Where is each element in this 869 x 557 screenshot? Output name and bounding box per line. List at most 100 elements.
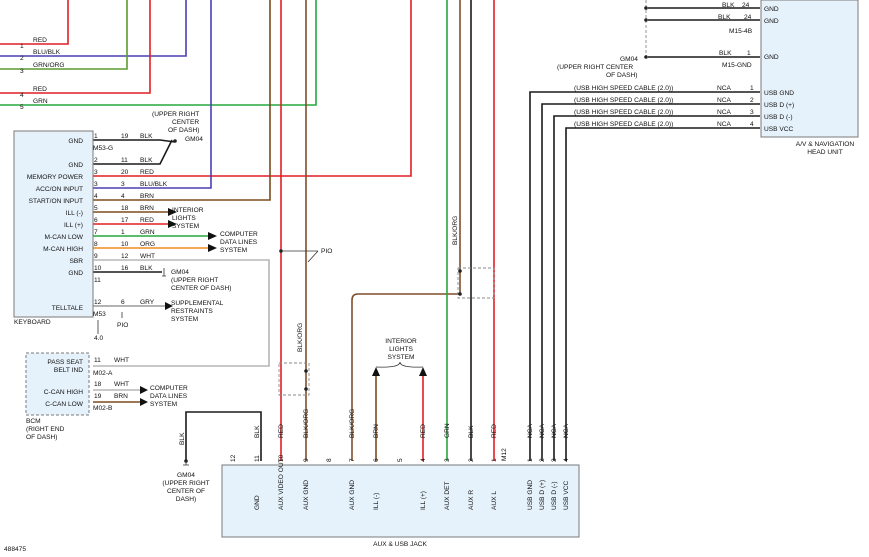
jack-pin-label: AUX GND: [303, 480, 310, 510]
svg-text:BLK: BLK: [140, 157, 153, 164]
gm04-mid-l1: GM04: [171, 269, 189, 276]
svg-text:19: 19: [94, 393, 102, 400]
jack-wire-color: RED: [420, 424, 427, 438]
svg-text:4: 4: [94, 193, 98, 200]
wire-usb-dminus: [553, 115, 760, 461]
jack-title: AUX & USB JACK: [373, 541, 427, 548]
svg-text:A/V & NAVIGATION: A/V & NAVIGATION: [796, 141, 855, 148]
pio-mid: PIO: [321, 248, 332, 255]
bcm-computer-data-l1: COMPUTER: [150, 385, 188, 392]
jack-pin-number: 10: [278, 454, 285, 462]
wire-usb-vcc: [565, 127, 760, 461]
svg-text:20: 20: [121, 169, 129, 176]
svg-text:2: 2: [94, 157, 98, 164]
jack-pin-label: AUX GND: [349, 480, 356, 510]
computer-data-l1: COMPUTER: [220, 231, 258, 238]
splice-dots: [173, 6, 648, 463]
kb-connector-ref: 4.0: [94, 335, 103, 342]
svg-text:BRN: BRN: [140, 205, 154, 212]
arrow-bcm-computer-data-2: [140, 398, 148, 406]
svg-text:USB VCC: USB VCC: [764, 126, 794, 133]
jack-pin-label: ILL (+): [420, 491, 427, 510]
svg-text:USB D (-): USB D (-): [764, 114, 793, 121]
jack-wire-color: RED: [491, 424, 498, 438]
kb-label-gnd2: GND: [68, 162, 83, 169]
wire-usb-dplus: [541, 103, 760, 461]
svg-text:BELT IND: BELT IND: [54, 367, 83, 374]
computer-data-l2: DATA LINES: [220, 239, 258, 246]
svg-text:11: 11: [94, 277, 101, 284]
jack-pin-number: 6: [373, 458, 380, 462]
svg-text:USB GND: USB GND: [764, 90, 794, 97]
svg-text:(RIGHT END: (RIGHT END: [26, 426, 65, 433]
arrow-computer-data-2: [208, 244, 217, 252]
svg-text:8: 8: [94, 241, 98, 248]
gm04-mid-l2: (UPPER RIGHT: [171, 277, 218, 284]
wire-kb-gnd2: [93, 139, 173, 165]
keyboard-pin-table: 1 19 BLK M53-G 2 11 BLK 3 20 RED 3 3 BLU…: [93, 133, 168, 306]
splice-box-right: [457, 267, 495, 299]
top-color-3: GRN/ORG: [33, 62, 65, 69]
svg-text:5: 5: [94, 205, 98, 212]
kb-pio: PIO: [117, 322, 128, 329]
svg-text:NCA: NCA: [717, 85, 732, 92]
ground-symbols: [162, 268, 189, 466]
blkorg-upper: BLK/ORG: [297, 323, 304, 352]
jack-wire-color: BLK: [468, 425, 475, 438]
svg-text:7: 7: [94, 229, 98, 236]
wire-kb-acc-on: [93, 0, 212, 189]
arrow-jack-ill-minus: [372, 367, 380, 376]
jack-wire-color: BRN: [373, 424, 380, 438]
jack-labels: AUX & USB JACK M12 BLK/ORG BLK/ORG BLK: [179, 216, 508, 548]
svg-text:BCM: BCM: [26, 418, 41, 425]
svg-text:RED: RED: [140, 169, 154, 176]
svg-text:10: 10: [94, 265, 102, 272]
gm04-bottom-l1: GM04: [177, 472, 195, 479]
svg-text:16: 16: [121, 265, 129, 272]
svg-text:18: 18: [121, 205, 129, 212]
jack-pin-number: 8: [326, 458, 333, 462]
srs-l3: SYSTEM: [171, 316, 198, 323]
svg-text:WHT: WHT: [140, 253, 155, 260]
interior-lights-mid-l3: SYSTEM: [387, 354, 414, 361]
jack-wire-color: GRN: [444, 423, 451, 438]
svg-text:NCA: NCA: [717, 97, 732, 104]
destination-labels: (UPPER RIGHT CENTER OF DASH) GM04 INTERI…: [150, 111, 417, 503]
jack-pin-number: 4: [563, 458, 570, 462]
svg-text:11: 11: [94, 357, 101, 364]
svg-text:C-CAN HIGH: C-CAN HIGH: [44, 389, 83, 396]
svg-text:M15-GND: M15-GND: [722, 62, 752, 69]
arrow-computer-data: [208, 232, 217, 240]
bcm-computer-data-l3: SYSTEM: [150, 401, 177, 408]
gm04-upper-label: GM04: [185, 136, 203, 143]
top-color-1: RED: [33, 37, 47, 44]
top-color-2: BLU/BLK: [33, 49, 61, 56]
gm04-wire-label: BLK: [179, 432, 186, 445]
arrow-interior-lights: [168, 208, 177, 216]
jack-pin-label: AUX L: [491, 491, 498, 510]
svg-text:24: 24: [744, 14, 752, 21]
svg-text:HEAD UNIT: HEAD UNIT: [807, 149, 843, 156]
svg-text:BLK: BLK: [140, 265, 153, 272]
jack-wire-color: NCA: [551, 423, 558, 438]
jack-pin-label: AUX DET: [444, 481, 451, 510]
jack-pin-label: AUX VIDEO OUT: [278, 458, 285, 510]
jack-pin-number: 9: [303, 458, 310, 462]
wire-top-red-1: [0, 0, 69, 45]
wire-kb-start-on: [93, 0, 271, 201]
svg-text:OF DASH): OF DASH): [26, 434, 58, 441]
kb-label-sbr: SBR: [69, 258, 83, 265]
wire-usb-gnd: [529, 91, 760, 461]
svg-text:3: 3: [94, 181, 98, 188]
kb-label-start: START/ON INPUT: [29, 198, 83, 205]
top-pin-1: 1: [20, 43, 24, 50]
svg-text:NCA: NCA: [717, 121, 732, 128]
jack-pin-number: 1: [491, 458, 498, 462]
jack-pin-number: 2: [468, 458, 475, 462]
wire-top-red-4: [0, 0, 151, 94]
jack-pin-label: USB GND: [527, 480, 534, 510]
srs-l2: RESTRAINTS: [171, 308, 213, 315]
jack-pin-label: USB D (-): [551, 481, 558, 510]
svg-text:24: 24: [742, 2, 750, 9]
